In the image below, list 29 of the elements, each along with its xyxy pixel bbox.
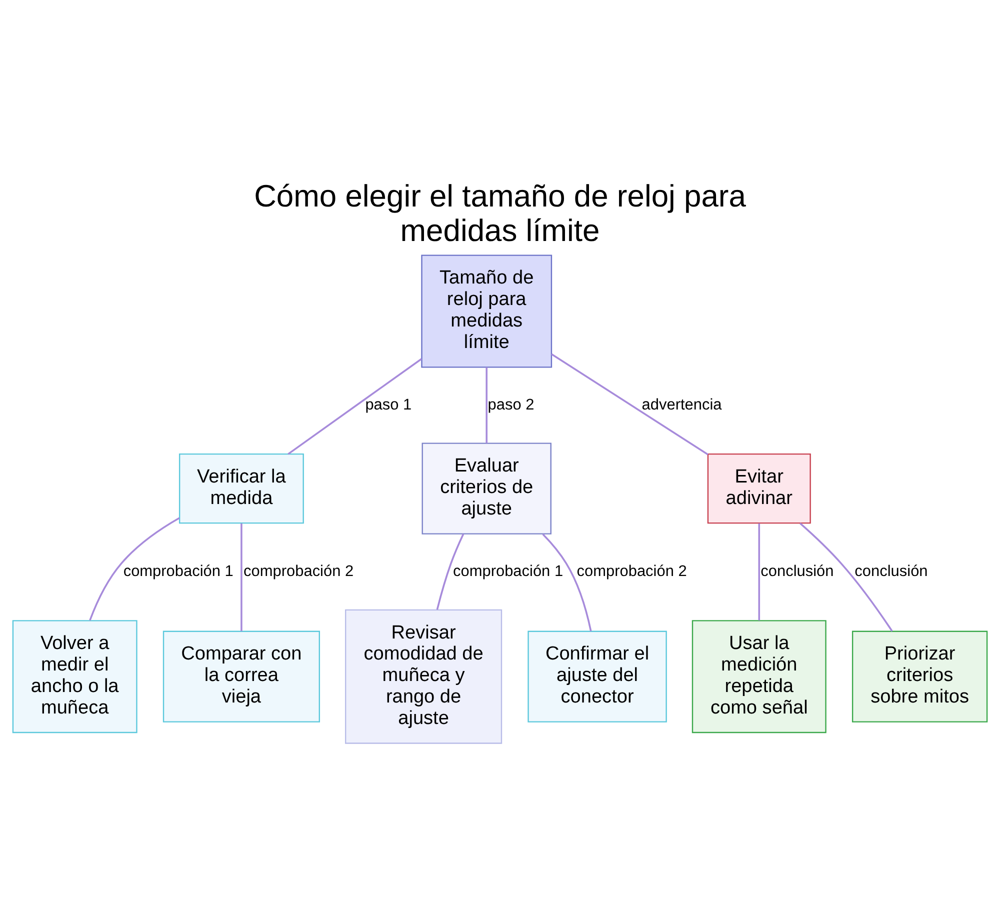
connector — [800, 522, 893, 632]
node-box: Evitar adivinar — [707, 452, 811, 524]
connector — [542, 533, 592, 631]
diagram-title: Cómo elegir el tamaño de reloj para medidas límite — [254, 178, 746, 248]
edge-label: paso 2 — [488, 396, 534, 413]
node-box: Volver a medir el ancho o la muñeca — [12, 620, 138, 733]
connector — [758, 522, 760, 620]
node-box: Tamaño de reloj para medidas límite — [421, 254, 552, 368]
edge-label: comprobación 2 — [244, 562, 354, 580]
edge-label: comprobación 2 — [576, 562, 687, 580]
node-box: Confirmar el ajuste del conector — [528, 630, 667, 722]
connector — [89, 516, 180, 620]
connector — [288, 358, 422, 454]
edge-label: conclusión — [854, 562, 928, 580]
node-box: Evaluar criterios de ajuste — [422, 442, 552, 534]
edge-label: comprobación 1 — [452, 562, 564, 580]
edge-label: advertencia — [642, 396, 722, 413]
connector — [436, 533, 464, 610]
edge-label: conclusión — [760, 562, 834, 580]
node-box: Usar la medición repetida como señal — [692, 620, 826, 733]
edge-label: comprobación 1 — [123, 562, 234, 580]
node-box: Comparar con la correa vieja — [162, 630, 320, 722]
connector — [486, 366, 488, 443]
node-box: Revisar comodidad de muñeca y rango de ajuste — [344, 608, 502, 744]
edge-label: paso 1 — [365, 396, 412, 413]
node-box: Priorizar criterios sobre mitos — [852, 630, 988, 722]
node-box: Verificar la medida — [178, 452, 304, 524]
connector — [240, 522, 242, 631]
connector — [551, 352, 708, 455]
